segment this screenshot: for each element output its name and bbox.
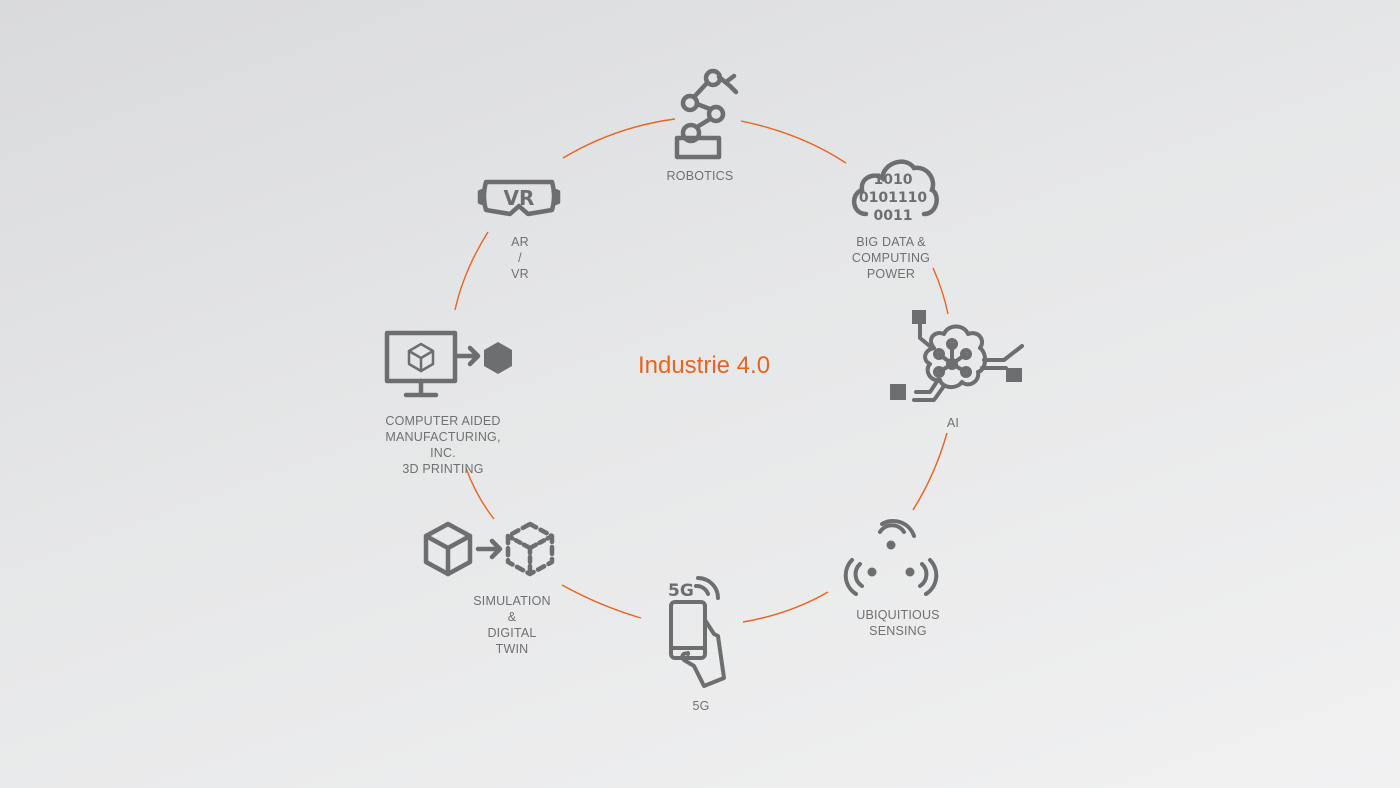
arc-arvr-robotics	[562, 118, 676, 159]
monitor-to-hexagon-icon	[384, 330, 512, 398]
arc-cam-arvr	[454, 231, 489, 311]
label-big-data: BIG DATA & COMPUTING POWER	[851, 235, 931, 281]
wireless-sensor-icon	[843, 518, 939, 596]
label-cam: COMPUTER AIDED MANUFACTURING, INC. 3D PR…	[385, 414, 501, 476]
brain-circuit-icon	[890, 310, 1024, 402]
cloud-text-2: 0101110	[859, 190, 927, 206]
phone-5g-text: 5G	[668, 581, 694, 601]
vr-goggles-icon: VR	[477, 179, 561, 217]
label-robotics: ROBOTICS	[666, 169, 734, 183]
label-simulation: SIMULATION & DIGITAL TWIN	[473, 594, 551, 656]
arc-5g-simulation	[561, 584, 642, 619]
arc-simulation-cam	[465, 467, 495, 520]
cloud-text-1: 1010	[874, 172, 913, 188]
cloud-text-3: 0011	[874, 208, 913, 224]
label-ai: AI	[946, 416, 960, 430]
arc-robotics-bigdata	[740, 120, 847, 164]
diagram-title: Industrie 4.0	[637, 352, 771, 379]
arc-bigdata-ai	[932, 267, 949, 315]
arc-sensing-5g	[742, 591, 829, 623]
label-sensing: UBIQUITIOUS SENSING	[856, 608, 940, 638]
robot-arm-icon	[674, 68, 739, 160]
arc-ai-sensing	[912, 432, 948, 511]
cloud-binary-icon: 1010 0101110 0011	[852, 159, 939, 224]
cube-to-dashed-cube-icon	[423, 521, 555, 577]
smartphone-signal-icon: 5G	[668, 576, 726, 688]
goggles-vr-text: VR	[504, 186, 535, 210]
label-5g: 5G	[692, 699, 710, 713]
label-arvr: AR / VR	[511, 235, 529, 281]
